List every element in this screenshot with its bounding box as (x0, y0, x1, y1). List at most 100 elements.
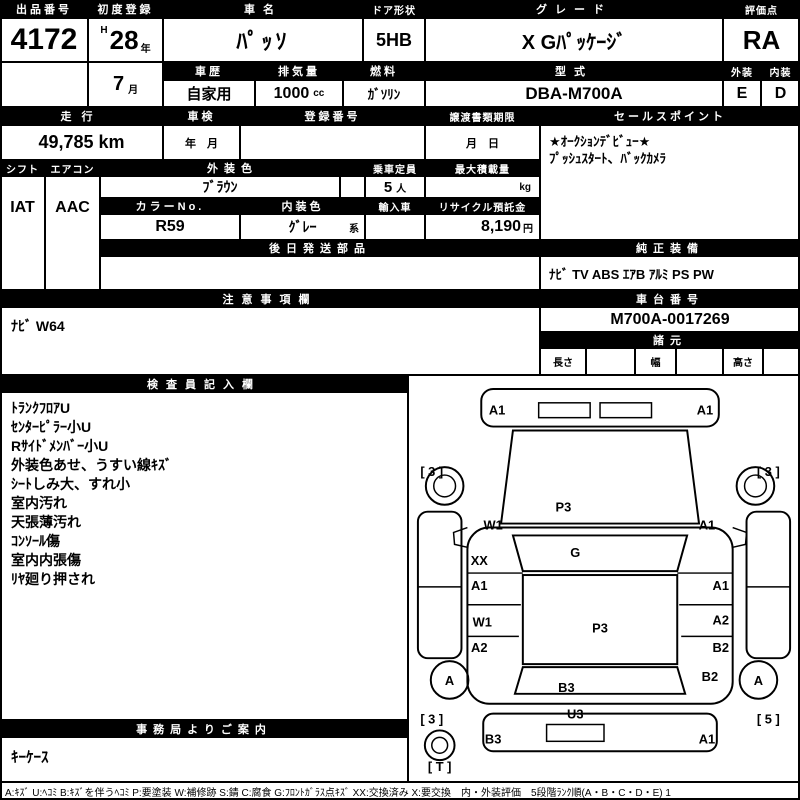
right-door-lines (677, 572, 733, 638)
sales-points-content: ★ｵｰｸｼｮﾝﾃﾞﾋﾞｭｰ★ﾌﾟｯｼｭｽﾀｰﾄ、ﾊﾞｯｸｶﾒﾗ (540, 125, 800, 240)
diagram-label-A1: A1 (699, 731, 715, 746)
wheel-rear-right (738, 660, 779, 700)
right-mirror (732, 526, 748, 549)
diagram-label-U3: U3 (567, 707, 583, 722)
lot-no-empty-cell (0, 62, 88, 107)
height-label: 高さ (723, 348, 763, 375)
fuel-label: 燃料 (343, 62, 425, 80)
era-prefix: H (100, 25, 108, 36)
inspector-note: ｺﾝｿｰﾙ傷 (11, 533, 60, 549)
wheel-front-left (424, 466, 465, 506)
interior-grade-label: 内装 (761, 62, 800, 80)
fuel-value: ｶﾞｿﾘﾝ (343, 80, 425, 107)
diagram-label-3: [ 3 ] (420, 712, 443, 727)
diagram-label-A1: A1 (489, 403, 505, 418)
height-value (763, 348, 800, 375)
wheel-rear-left (429, 660, 470, 700)
interior-color-value: ｸﾞﾚｰ 系 (240, 214, 365, 240)
inspector-note: ｼｰﾄしみ大、すれ小 (11, 476, 130, 492)
office-info-label: 事務局よりご案内 (0, 720, 408, 737)
aircon-value: AAC (45, 176, 100, 290)
registration-no-value (240, 125, 425, 160)
interior-color-label: 内装色 (240, 198, 365, 214)
wheel-front-left-inner (433, 474, 457, 498)
lot-no-value: 4172 (0, 18, 88, 62)
inspection-value: 年 月 (163, 125, 240, 160)
first-registration-year: H 28 年 (88, 18, 163, 62)
bonnet (499, 429, 701, 525)
diagram-label-3: [ 3 ] (757, 464, 780, 479)
sales-points-label: セールスポイント (540, 107, 800, 125)
front-grille-right (599, 402, 653, 419)
registration-no-label: 登録番号 (240, 107, 425, 125)
width-label: 幅 (635, 348, 676, 375)
inspection-label: 車検 (163, 107, 240, 125)
diagram-label-XX: XX (471, 553, 489, 568)
car-name-label: 車名 (163, 0, 363, 18)
grade-value: X Gﾊﾟｯｹｰｼﾞ (425, 18, 723, 62)
inspector-note: ﾄﾗﾝｸﾌﾛｱU (11, 400, 71, 416)
capacity-value: 5 人 (365, 176, 425, 198)
left-side-panel (416, 510, 463, 660)
exterior-color-value: ﾌﾞﾗｳﾝ (100, 176, 340, 198)
year-unit: 年 (140, 44, 151, 55)
lot-no-label: 出品番号 (0, 0, 88, 18)
windshield (511, 534, 689, 573)
inspector-note: 外装色あせ、うすい線ｷｽﾞ (11, 457, 172, 473)
rear-bumper (482, 712, 718, 753)
month-unit: 月 (128, 85, 139, 96)
mileage-value: 49,785 km (0, 125, 163, 160)
displacement-label: 排気量 (255, 62, 343, 80)
max-load-label: 最大積載量 (425, 160, 540, 176)
diagram-label-3: [ 3 ] (420, 464, 443, 479)
capacity-label: 乗車定員 (365, 160, 425, 176)
history-value: 自家用 (163, 80, 255, 107)
max-load-value: kg (425, 176, 540, 198)
model-code-value: DBA-M700A (425, 80, 723, 107)
inspector-note: ﾘﾔ廻り押され (11, 571, 95, 587)
diagram-label-G: G (570, 545, 580, 560)
mileage-label: 走行 (0, 107, 163, 125)
score-label: 評価点 (723, 0, 800, 18)
recycle-deposit-amount: 8,190 (480, 218, 521, 235)
score-value: RA (723, 18, 800, 62)
import-car-label: 輸入車 (365, 198, 425, 214)
diagram-label-A1: A1 (697, 403, 713, 418)
inspector-note: 室内汚れ (11, 495, 67, 511)
office-info-content: ｷｰｹｰｽ (0, 737, 408, 782)
inspector-note: 天張薄汚れ (11, 514, 81, 530)
diagram-label-B2: B2 (713, 640, 729, 655)
displacement-unit: cc (313, 88, 325, 99)
diagram-label-A1: A1 (713, 578, 729, 593)
exterior-color-extra-cell (340, 176, 365, 198)
first-registration-year-number: 28 (109, 24, 139, 55)
inspector-note: Rｻｲﾄﾞﾒﾝﾊﾞｰ小U (11, 438, 109, 454)
sales-point-line: ★ｵｰｸｼｮﾝﾃﾞﾋﾞｭｰ★ (549, 134, 651, 149)
diagram-label-B3: B3 (485, 731, 501, 746)
inspector-note: 室内内張傷 (11, 552, 81, 568)
rear-window (513, 666, 687, 695)
legend-footer: A:ｷｽﾞ U:ﾍｺﾐ B:ｷｽﾞを伴うﾍｺﾐ P:要塗装 W:補修跡 S:錆 … (0, 782, 800, 800)
max-load-unit: kg (519, 181, 531, 193)
door-shape-label: ドア形状 (363, 0, 425, 18)
color-no-value: R59 (100, 214, 240, 240)
wheel-front-right (735, 466, 776, 506)
exterior-color-label: 外装色 (100, 160, 365, 176)
capacity-unit: 人 (396, 183, 407, 195)
wheel-front-right-inner (743, 474, 768, 498)
capacity-number: 5 (383, 178, 393, 196)
exterior-grade-value: E (723, 80, 761, 107)
chassis-no-label: 車台番号 (540, 290, 800, 307)
recycle-deposit-unit: 円 (523, 223, 533, 235)
diagram-label-W1: W1 (483, 518, 502, 533)
car-name-value: ﾊﾟｯｿ (163, 18, 363, 62)
import-car-value (365, 214, 425, 240)
transfer-deadline-label: 譲渡書類期限 (425, 107, 540, 125)
first-registration-label: 初度登録 (88, 0, 163, 18)
diagram-label-B3: B3 (558, 680, 574, 695)
diagram-label-A: A (754, 673, 763, 688)
length-label: 長さ (540, 348, 586, 375)
width-value (676, 348, 723, 375)
